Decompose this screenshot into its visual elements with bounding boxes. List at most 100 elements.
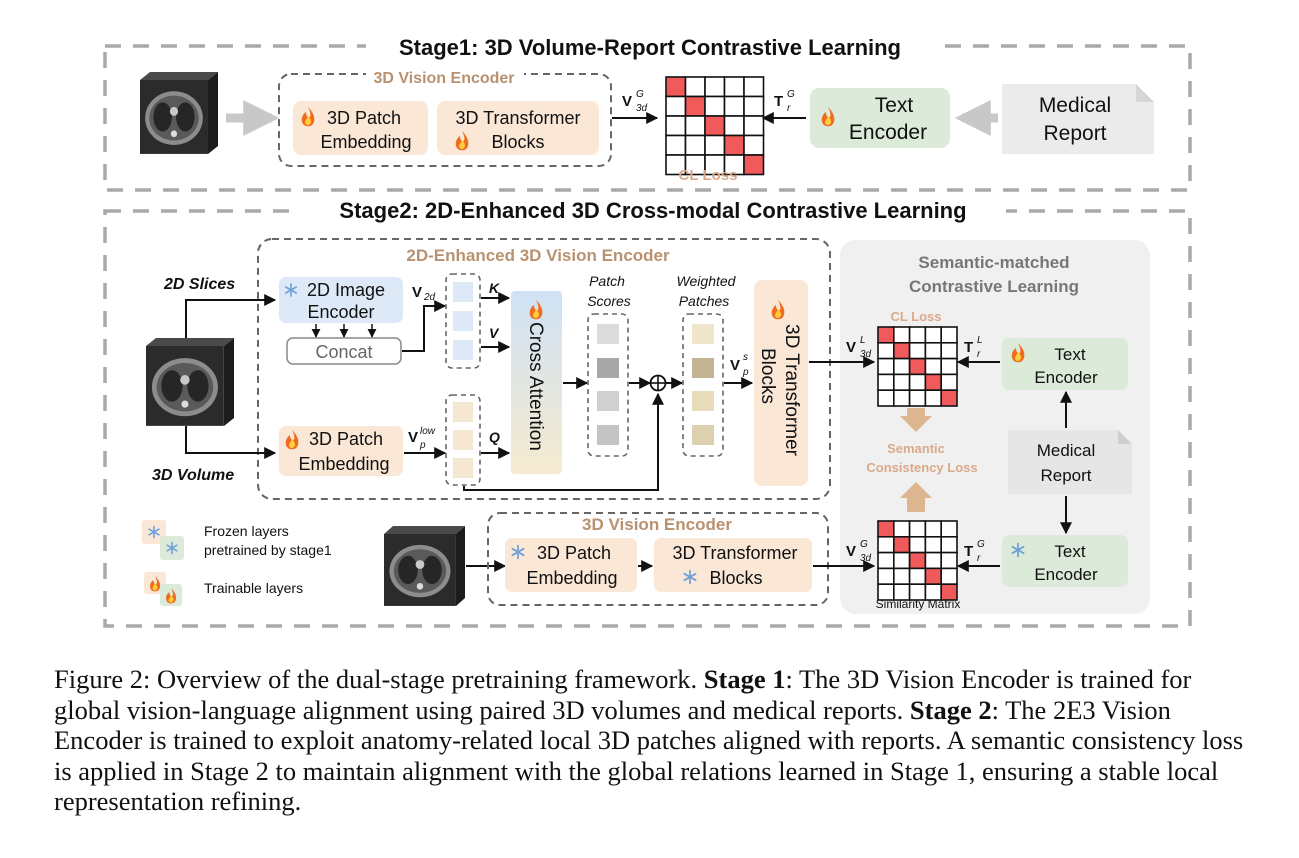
matrix-cell — [892, 520, 911, 538]
weighted-patches-label: Weighted — [677, 273, 737, 289]
svg-text:3d: 3d — [860, 553, 872, 564]
semantic-loss-label-2: Consistency Loss — [866, 460, 977, 475]
svg-text:r: r — [977, 349, 981, 360]
figure-caption: Figure 2: Overview of the dual-stage pre… — [54, 664, 1254, 817]
q-label: Q — [489, 429, 500, 445]
matrix-cell — [940, 535, 958, 554]
svg-text:3D Transformer: 3D Transformer — [455, 108, 580, 128]
svg-text:Embedding: Embedding — [298, 454, 389, 474]
vp-low-label: V low p — [408, 426, 436, 451]
down-arrow-icon — [900, 408, 932, 432]
matrix-cell — [892, 535, 911, 554]
matrix-cell — [908, 357, 927, 376]
frozen-patch-embedding-block: 3D Patch Embedding — [505, 538, 637, 592]
matrix-cell — [924, 535, 943, 554]
up-arrow-icon — [900, 482, 932, 512]
patch-scores-label: Patch — [589, 273, 625, 289]
v2d-token-group — [445, 273, 481, 369]
weighted-patches-group — [682, 313, 724, 457]
matrix-cell — [743, 115, 765, 137]
svg-text:3D Patch: 3D Patch — [327, 108, 401, 128]
svg-text:T: T — [964, 543, 973, 560]
cross-attention-block: Cross Attention — [511, 291, 562, 474]
tG-label: T G r — [964, 539, 985, 564]
matrix-cell — [892, 551, 911, 570]
matrix-cell — [924, 520, 943, 538]
svg-text:r: r — [977, 553, 981, 564]
matrix-cell — [908, 326, 927, 344]
caption-stage1-bold: Stage 1 — [703, 664, 786, 694]
svg-text:Embedding: Embedding — [320, 132, 411, 152]
matrix-cell — [684, 76, 706, 98]
svg-text:Encoder: Encoder — [1034, 368, 1098, 387]
legend-frozen: Frozen layers pretrained by stage1 — [142, 520, 332, 560]
patch-token-group — [445, 394, 481, 486]
svg-text:Blocks: Blocks — [757, 348, 778, 404]
matrix-cell — [924, 373, 943, 391]
stage2-text-encoder-local: Text Encoder — [1002, 338, 1128, 390]
similarity-matrix-label: Similarity Matrix — [876, 597, 961, 611]
combine-op-icon — [649, 374, 667, 392]
svg-text:low: low — [420, 426, 436, 437]
svg-text:p: p — [742, 367, 749, 378]
svg-text:V: V — [846, 543, 856, 560]
matrix-cell — [665, 76, 687, 98]
matrix-cell — [892, 341, 911, 360]
matrix-cell — [924, 326, 943, 344]
stage1-text-encoder: Text Encoder — [810, 88, 950, 148]
matrix-cell — [908, 373, 927, 391]
svg-text:Encoder: Encoder — [849, 121, 927, 144]
matrix-cell — [892, 373, 911, 391]
matrix-cell — [940, 567, 958, 586]
local-cl-matrix — [877, 326, 958, 407]
stage2-ct-volume-image — [146, 338, 234, 426]
svg-text:Encoder: Encoder — [1034, 565, 1098, 584]
concat-block: Concat — [286, 337, 402, 365]
stage1-ct-volume-image — [140, 72, 218, 154]
matrix-cell — [723, 95, 745, 117]
svg-text:V: V — [730, 357, 740, 374]
caption-part-3: : The 2E3 Vision Encoder is trained to e… — [54, 694, 1244, 817]
matrix-cell — [892, 389, 911, 407]
matrix-cell — [924, 357, 943, 376]
stage1-transformer-block: 3D Transformer Blocks — [437, 101, 599, 155]
matrix-cell — [877, 341, 895, 360]
matrix-cell — [665, 134, 687, 156]
frozen-transformer-block: 3D Transformer Blocks — [654, 538, 812, 592]
matrix-cell — [908, 567, 927, 586]
svg-text:V: V — [622, 93, 632, 110]
matrix-cell — [704, 95, 726, 117]
v2d-label: V 2d — [412, 284, 436, 303]
matrix-cell — [940, 583, 958, 601]
stage1-medical-report: Medical Report — [1002, 84, 1154, 154]
stage2-enhanced-encoder — [257, 238, 831, 500]
matrix-cell — [723, 134, 745, 156]
caption-part-2: : The 3D Vision Encoder is trained for g… — [54, 664, 1192, 725]
svg-text:pretrained by stage1: pretrained by stage1 — [204, 542, 332, 558]
semantic-loss-label: Semantic — [887, 441, 945, 456]
svg-text:r: r — [787, 103, 791, 114]
svg-text:Blocks: Blocks — [709, 568, 762, 588]
vG-label: V G 3d — [846, 539, 872, 564]
matrix-cell — [704, 134, 726, 156]
svg-text:Text: Text — [875, 94, 914, 117]
svg-text:3D Transformer: 3D Transformer — [781, 324, 802, 457]
matrix-cell — [723, 76, 745, 98]
matrix-cell — [892, 567, 911, 586]
svg-text:Medical: Medical — [1037, 441, 1096, 460]
stage2-patch-embedding-block: 3D Patch Embedding — [279, 426, 403, 476]
matrix-cell — [940, 389, 958, 407]
matrix-cell — [924, 567, 943, 586]
svg-text:V: V — [412, 284, 422, 301]
matrix-cell — [684, 95, 706, 117]
stage1-cl-matrix — [665, 76, 765, 176]
stage2-medical-report: Medical Report — [1008, 430, 1132, 494]
stage1-encoder-title: 3D Vision Encoder — [373, 70, 514, 87]
matrix-cell — [877, 326, 895, 344]
framework-diagram: Stage1: 3D Volume-Report Contrastive Lea… — [103, 35, 1192, 628]
stage1-vision-encoder — [278, 73, 612, 167]
svg-text:Report: Report — [1043, 122, 1106, 145]
matrix-cell — [877, 357, 895, 376]
frozen-encoder-title: 3D Vision Encoder — [582, 515, 732, 534]
matrix-cell — [924, 389, 943, 407]
